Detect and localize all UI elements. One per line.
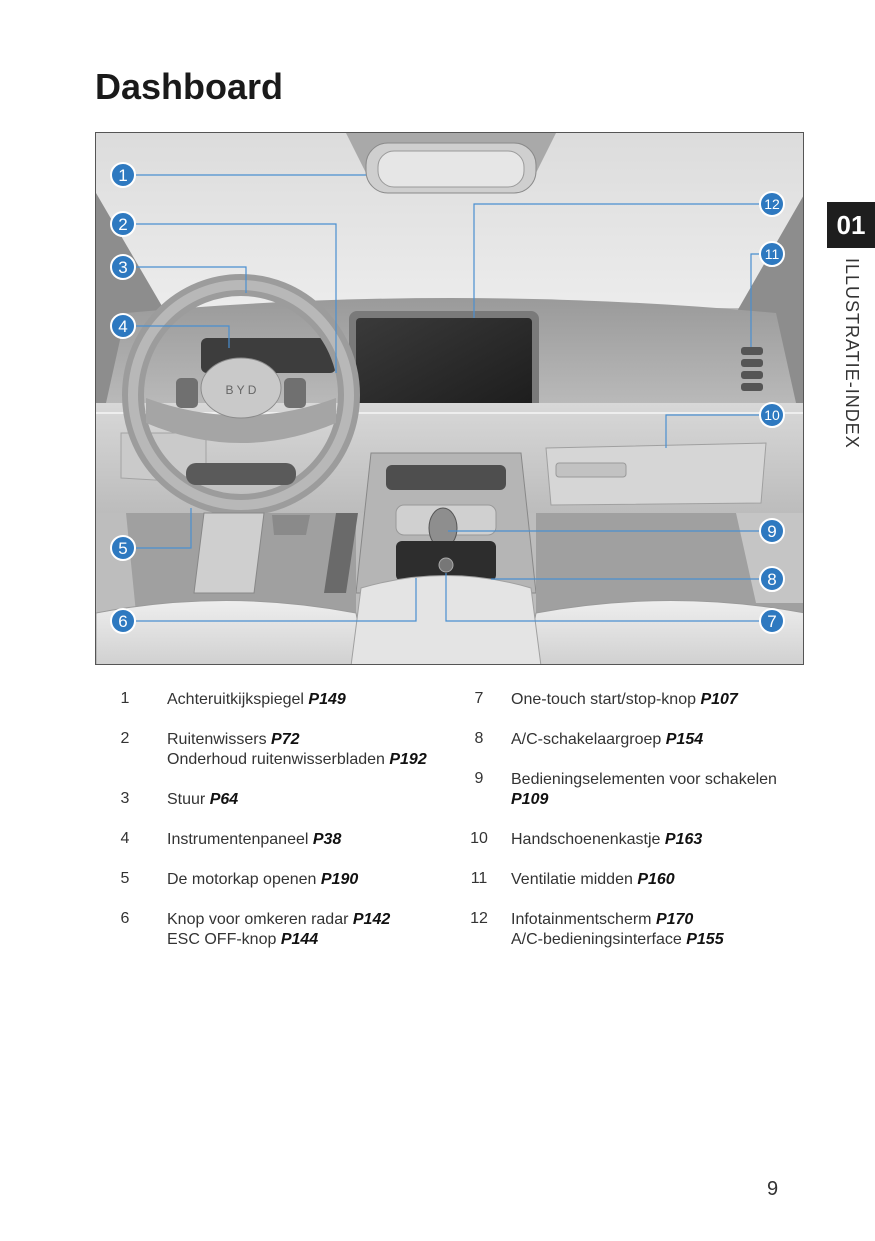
callout-11: 11	[760, 242, 784, 266]
legend-text: Stuur	[167, 791, 210, 808]
legend-number: 6	[105, 910, 145, 928]
legend-number: 2	[105, 730, 145, 748]
legend-text: Bedieningselementen voor schakelen	[511, 771, 777, 788]
svg-text:3: 3	[118, 258, 127, 277]
chapter-tab: 01	[827, 202, 875, 248]
legend-number: 1	[105, 690, 145, 708]
page-reference: P170	[656, 911, 693, 928]
chapter-label: ILLUSTRATIE-INDEX	[841, 258, 862, 449]
page-reference: P64	[210, 791, 238, 808]
svg-text:11: 11	[765, 246, 780, 262]
page-reference: P163	[665, 831, 702, 848]
legend-number: 12	[459, 910, 499, 928]
page-reference: P192	[389, 751, 426, 768]
legend-text: Ventilatie midden	[511, 871, 637, 888]
legend-text: A/C-bedieningsinterface	[511, 931, 686, 948]
svg-text:10: 10	[764, 407, 780, 423]
legend-number: 4	[105, 830, 145, 848]
callout-10: 10	[760, 403, 784, 427]
callout-7: 7	[760, 609, 784, 633]
svg-text:12: 12	[764, 196, 780, 212]
page-reference: P160	[637, 871, 674, 888]
page-reference: P38	[313, 831, 341, 848]
legend-text: Handschoenenkastje	[511, 831, 665, 848]
page-reference: P107	[700, 691, 737, 708]
legend-text: One-touch start/stop-knop	[511, 691, 700, 708]
legend-text: A/C-schakelaargroep	[511, 731, 666, 748]
svg-text:2: 2	[118, 215, 127, 234]
svg-text:4: 4	[118, 317, 127, 336]
legend-number: 11	[459, 870, 499, 888]
callout-1: 1	[111, 163, 135, 187]
legend-text: ESC OFF-knop	[167, 931, 281, 948]
legend-number: 8	[459, 730, 499, 748]
page-reference: P109	[511, 791, 548, 808]
legend-text: Infotainmentscherm	[511, 911, 656, 928]
page-reference: P142	[353, 911, 390, 928]
page-reference: P155	[686, 931, 723, 948]
page-number: 9	[767, 1178, 778, 1201]
callout-6: 6	[111, 609, 135, 633]
legend-text: Knop voor omkeren radar	[167, 911, 353, 928]
legend-text: Ruitenwissers	[167, 731, 271, 748]
svg-text:1: 1	[118, 166, 127, 185]
legend-text: Achteruitkijkspiegel	[167, 691, 308, 708]
callout-4: 4	[111, 314, 135, 338]
callout-2: 2	[111, 212, 135, 236]
legend-text: De motorkap openen	[167, 871, 321, 888]
page-reference: P149	[308, 691, 345, 708]
svg-text:9: 9	[767, 522, 776, 541]
callout-5: 5	[111, 536, 135, 560]
page-reference: P154	[666, 731, 703, 748]
callout-8: 8	[760, 567, 784, 591]
svg-text:6: 6	[118, 612, 127, 631]
callout-9: 9	[760, 519, 784, 543]
legend-text: Onderhoud ruitenwisserbladen	[167, 751, 389, 768]
callout-3: 3	[111, 255, 135, 279]
page-title: Dashboard	[95, 66, 283, 108]
svg-text:8: 8	[767, 570, 776, 589]
page-reference: P144	[281, 931, 318, 948]
svg-text:5: 5	[118, 539, 127, 558]
legend-number: 3	[105, 790, 145, 808]
svg-text:B Y D: B Y D	[226, 383, 257, 397]
legend-text: Instrumentenpaneel	[167, 831, 313, 848]
svg-text:7: 7	[767, 612, 776, 631]
dashboard-illustration: B Y D	[95, 132, 804, 665]
legend-number: 7	[459, 690, 499, 708]
page-reference: P72	[271, 731, 299, 748]
page-reference: P190	[321, 871, 358, 888]
legend-number: 5	[105, 870, 145, 888]
legend-number: 9	[459, 770, 499, 788]
callout-12: 12	[760, 192, 784, 216]
legend-number: 10	[459, 830, 499, 848]
